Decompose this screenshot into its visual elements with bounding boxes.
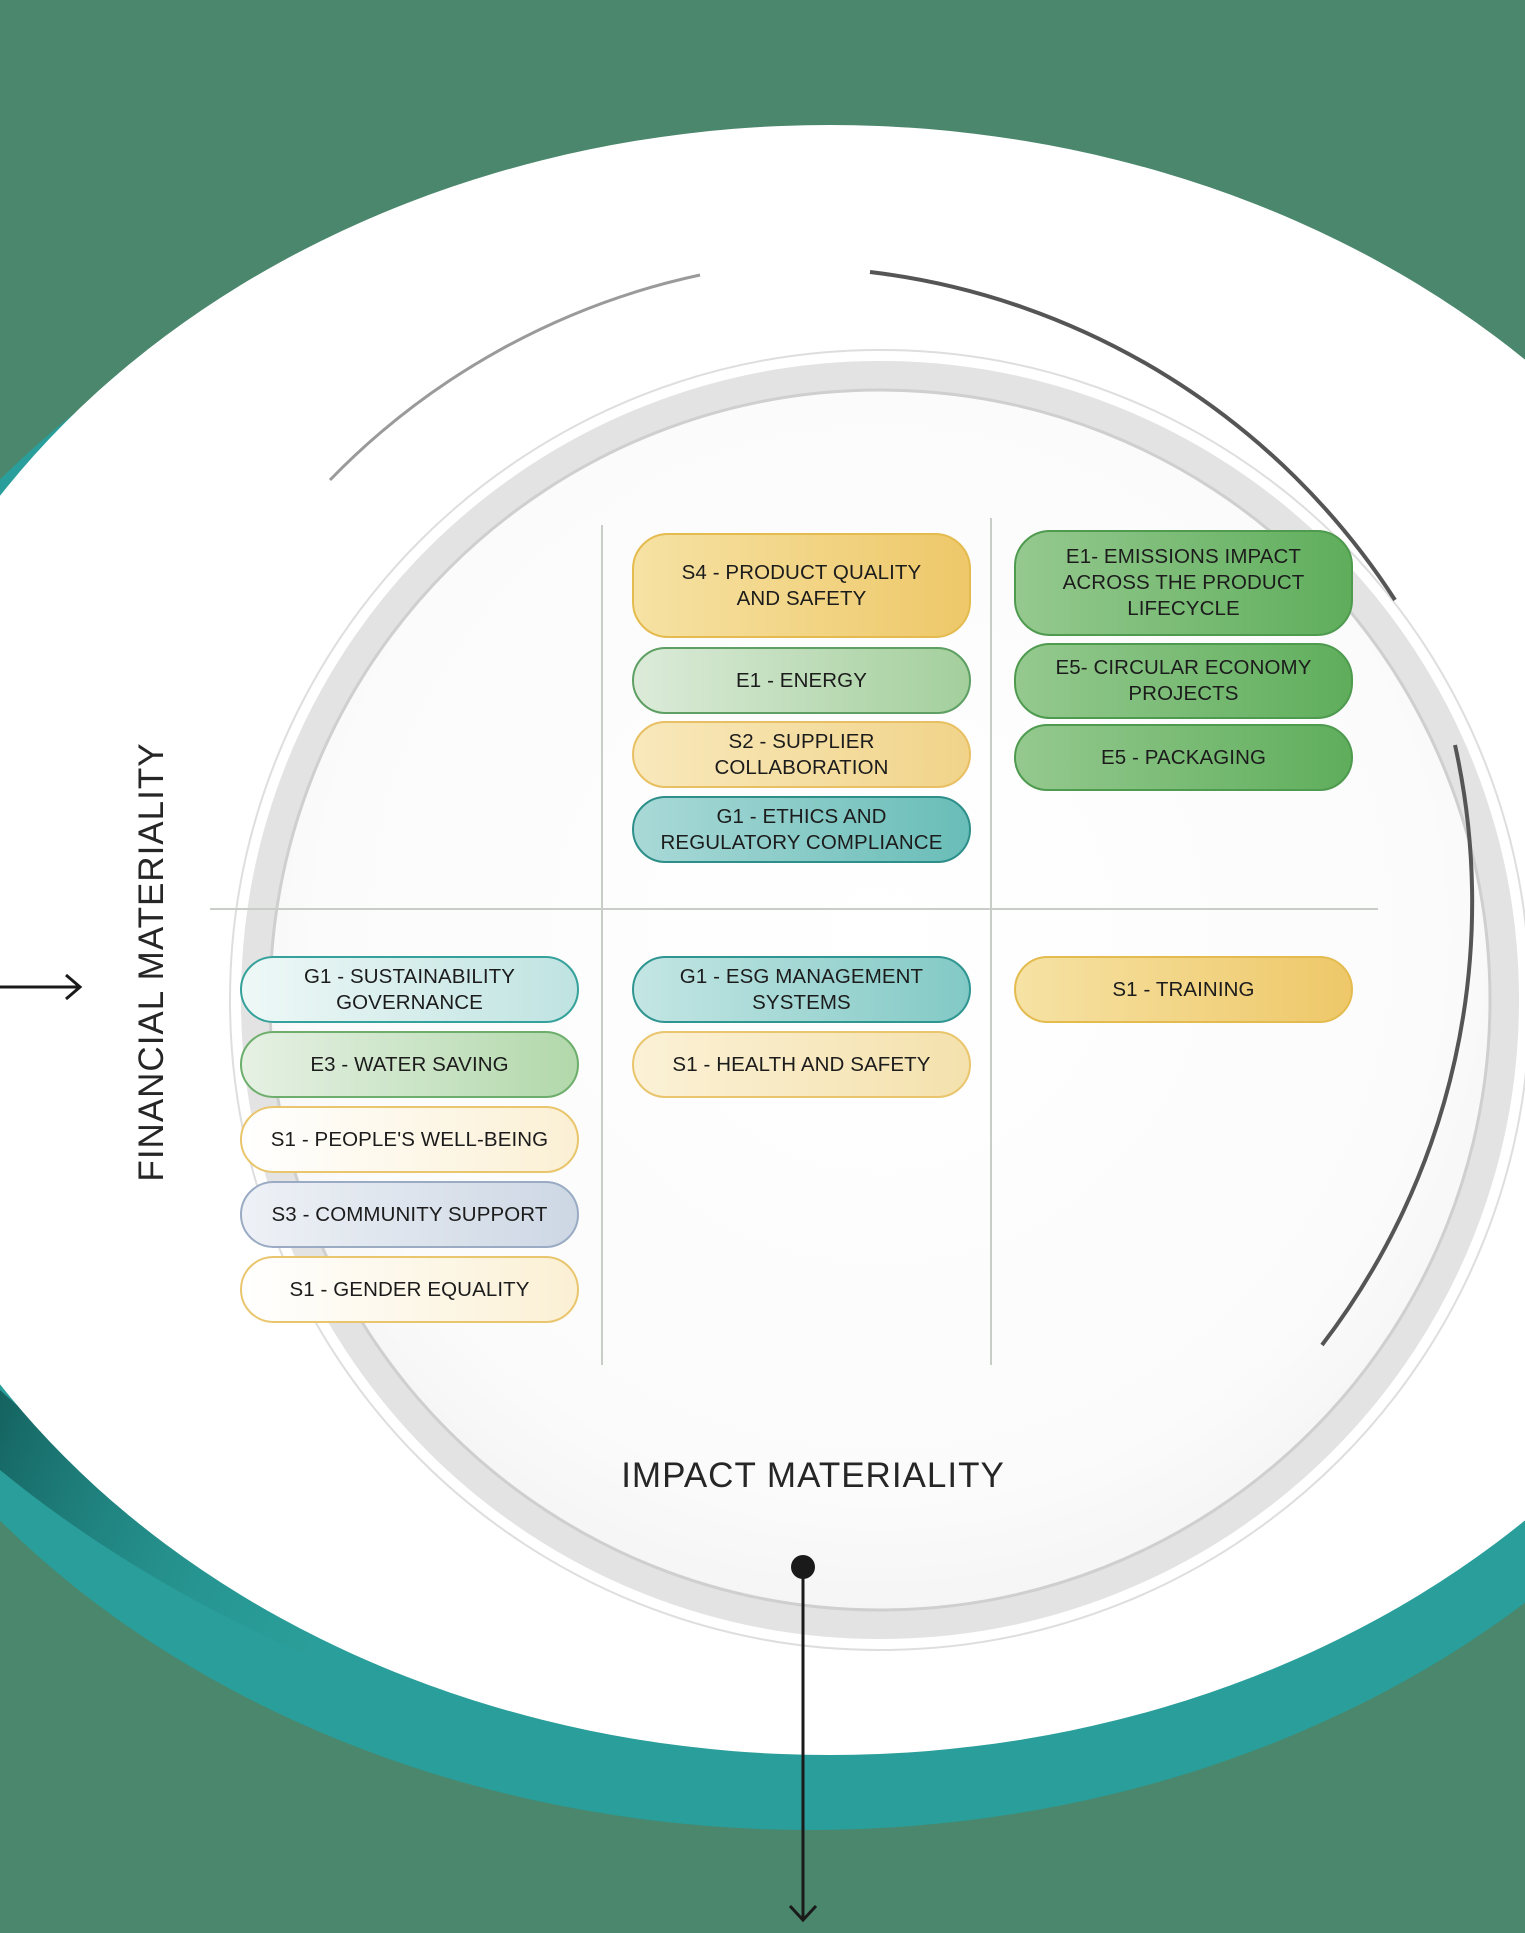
topic-community-support: S3 - COMMUNITY SUPPORT — [240, 1181, 579, 1248]
topic-health-and-safety: S1 - HEALTH AND SAFETY — [632, 1031, 971, 1098]
inner-ring-dark-arc — [869, 270, 1397, 602]
inner-ring-dark-arc-right — [1320, 744, 1475, 1347]
topic-training: S1 - TRAINING — [1014, 956, 1353, 1023]
grid-line-vertical-right — [990, 518, 992, 1365]
inner-ring-outer — [229, 349, 1525, 1651]
grid-line-vertical-left — [601, 525, 603, 1365]
topic-gender-equality: S1 - GENDER EQUALITY — [240, 1256, 579, 1323]
y-axis-arrow-head — [65, 973, 83, 1001]
inner-ring-grey-arc — [328, 273, 701, 482]
grid-line-horizontal — [210, 908, 1378, 910]
x-axis-label: IMPACT MATERIALITY — [621, 1456, 1005, 1495]
topic-peoples-well-being: S1 - PEOPLE'S WELL-BEING — [240, 1106, 579, 1173]
topic-energy: E1 - ENERGY — [632, 647, 971, 714]
topic-water-saving: E3 - WATER SAVING — [240, 1031, 579, 1098]
topic-packaging: E5 - PACKAGING — [1014, 724, 1353, 791]
x-axis-arrow-head — [788, 1904, 818, 1923]
y-axis-label: FINANCIAL MATERIALITY — [132, 742, 171, 1182]
